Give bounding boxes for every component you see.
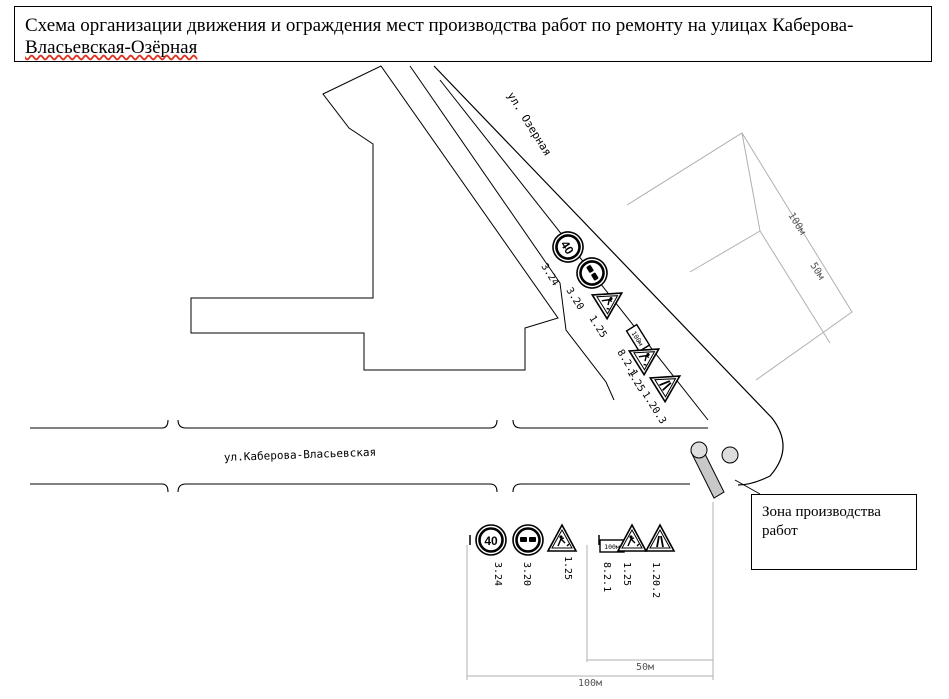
sign-code: 3.24 [492, 562, 503, 586]
sign-code: 1.20.2 [650, 562, 661, 598]
diagram-title: Схема организации движения и ограждения … [14, 6, 932, 62]
dimension-label-right-short: 50м [807, 261, 826, 282]
kaberova-north-edge [30, 419, 708, 429]
title-line-1: Схема организации движения и ограждения … [25, 15, 854, 36]
ozernaya-west-edge [409, 65, 615, 401]
sign-roadworks [617, 524, 647, 552]
sign-speed-limit-value: 40 [484, 534, 498, 548]
sign-code: 3.20 [563, 286, 585, 312]
sign-code: 3.24 [538, 262, 560, 288]
sign-distance-plate: 100м [599, 539, 625, 553]
sign-roadworks [547, 524, 577, 552]
signs-bottom: 40 3.24 3.20 1.25 100м 8.2.1 1.25 1.20.2 [469, 523, 675, 598]
warning-lamp [721, 446, 739, 464]
street-label-ozernaya: ул. Озерная [504, 90, 554, 159]
sign-speed-limit: 40 [546, 225, 590, 269]
sign-code: 1.25 [562, 556, 573, 580]
work-zone-callout: Зона производства работ [751, 494, 917, 570]
sign-speed-limit: 40 [474, 523, 508, 557]
work-zone-fence [690, 441, 739, 499]
sign-code: 3.20 [521, 562, 532, 586]
title-line-2: Власьевская-Озёрная [25, 37, 923, 59]
dimension-label-bottom-short: 50м [636, 662, 654, 673]
sign-distance-value: 100м [604, 543, 620, 551]
callout-line-2: работ [762, 523, 798, 539]
dimension-label-right-long: 100м [785, 211, 807, 237]
sign-code: 1.25 [621, 562, 632, 586]
sign-code: 8.2.1 [601, 562, 612, 592]
warning-lamp [690, 441, 708, 459]
dimension-lines-bottom [466, 502, 714, 680]
title-line-2-text: Власьевская-Озёрная [25, 37, 198, 58]
kaberova-south-edge [30, 483, 690, 493]
sign-road-narrows [645, 524, 675, 552]
street-label-kaberova: ул.Каберова-Власьевская [224, 446, 377, 464]
dimension-lines-right [626, 132, 853, 381]
building-left-block [190, 65, 559, 371]
ozernaya-east-edge [433, 65, 784, 486]
dimension-label-bottom-long: 100м [578, 678, 602, 689]
callout-pointer [734, 479, 761, 495]
sign-distance-plate: 100м [625, 323, 651, 353]
sign-no-overtaking [511, 523, 545, 557]
callout-line-1: Зона производства [762, 504, 881, 520]
sign-code: 1.25 [586, 314, 608, 340]
